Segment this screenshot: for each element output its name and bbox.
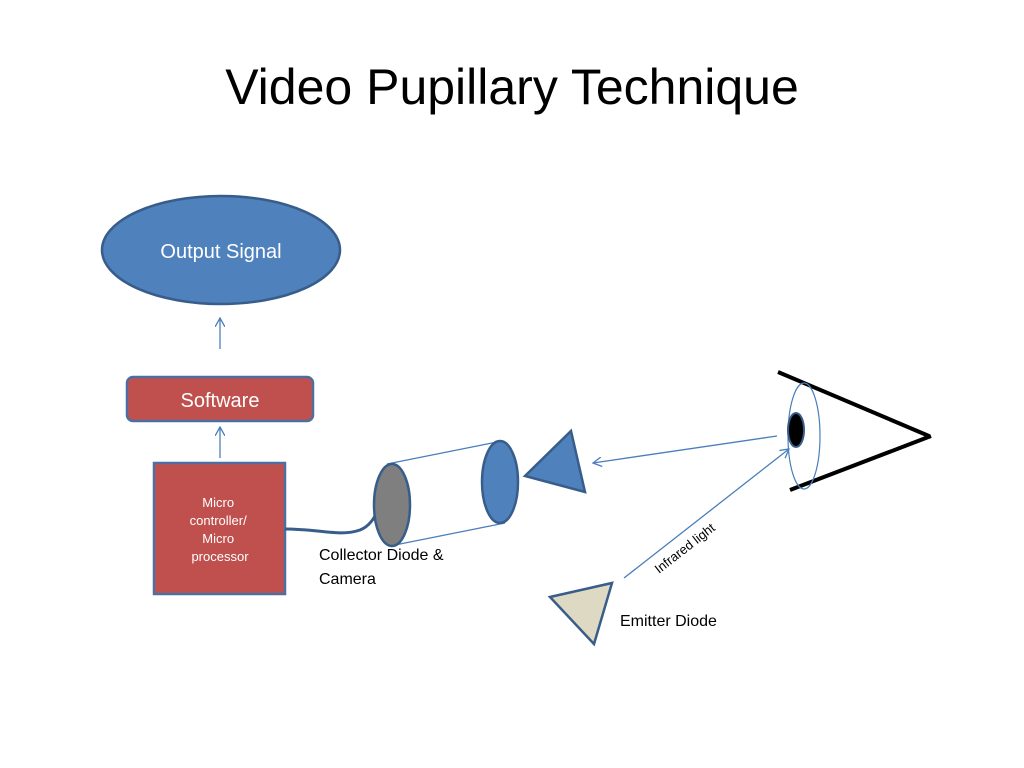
microcontroller-node: Micro controller/ Micro processor xyxy=(152,461,287,596)
microcontroller-line-2: controller/ xyxy=(190,513,247,528)
camera-lens-blue xyxy=(480,439,520,525)
software-node: Software xyxy=(125,375,315,423)
microcontroller-label: Micro controller/ Micro processor xyxy=(190,495,251,564)
collector-diode-triangle xyxy=(522,428,587,494)
collector-label-line-1: Collector Diode & xyxy=(319,547,444,564)
slide-title: Video Pupillary Technique xyxy=(225,59,799,115)
output-signal-label: Output Signal xyxy=(160,241,281,263)
emitter-diode-triangle xyxy=(547,581,614,647)
eye-shape xyxy=(777,370,932,492)
emitter-label: Emitter Diode xyxy=(620,613,717,630)
camera-cylinder xyxy=(372,439,520,548)
pupil xyxy=(787,412,805,448)
infrared-light-arrow xyxy=(623,449,789,579)
microcontroller-line-1: Micro xyxy=(202,495,234,510)
camera-lens-gray xyxy=(372,462,412,548)
collector-label: Collector Diode & Camera xyxy=(319,547,448,588)
reflected-light-arrow xyxy=(593,435,778,463)
collector-label-line-2: Camera xyxy=(319,571,376,588)
microcontroller-line-4: processor xyxy=(191,549,249,564)
output-signal-node: Output Signal xyxy=(100,194,342,306)
software-label: Software xyxy=(181,390,260,412)
microcontroller-line-3: Micro xyxy=(202,531,234,546)
